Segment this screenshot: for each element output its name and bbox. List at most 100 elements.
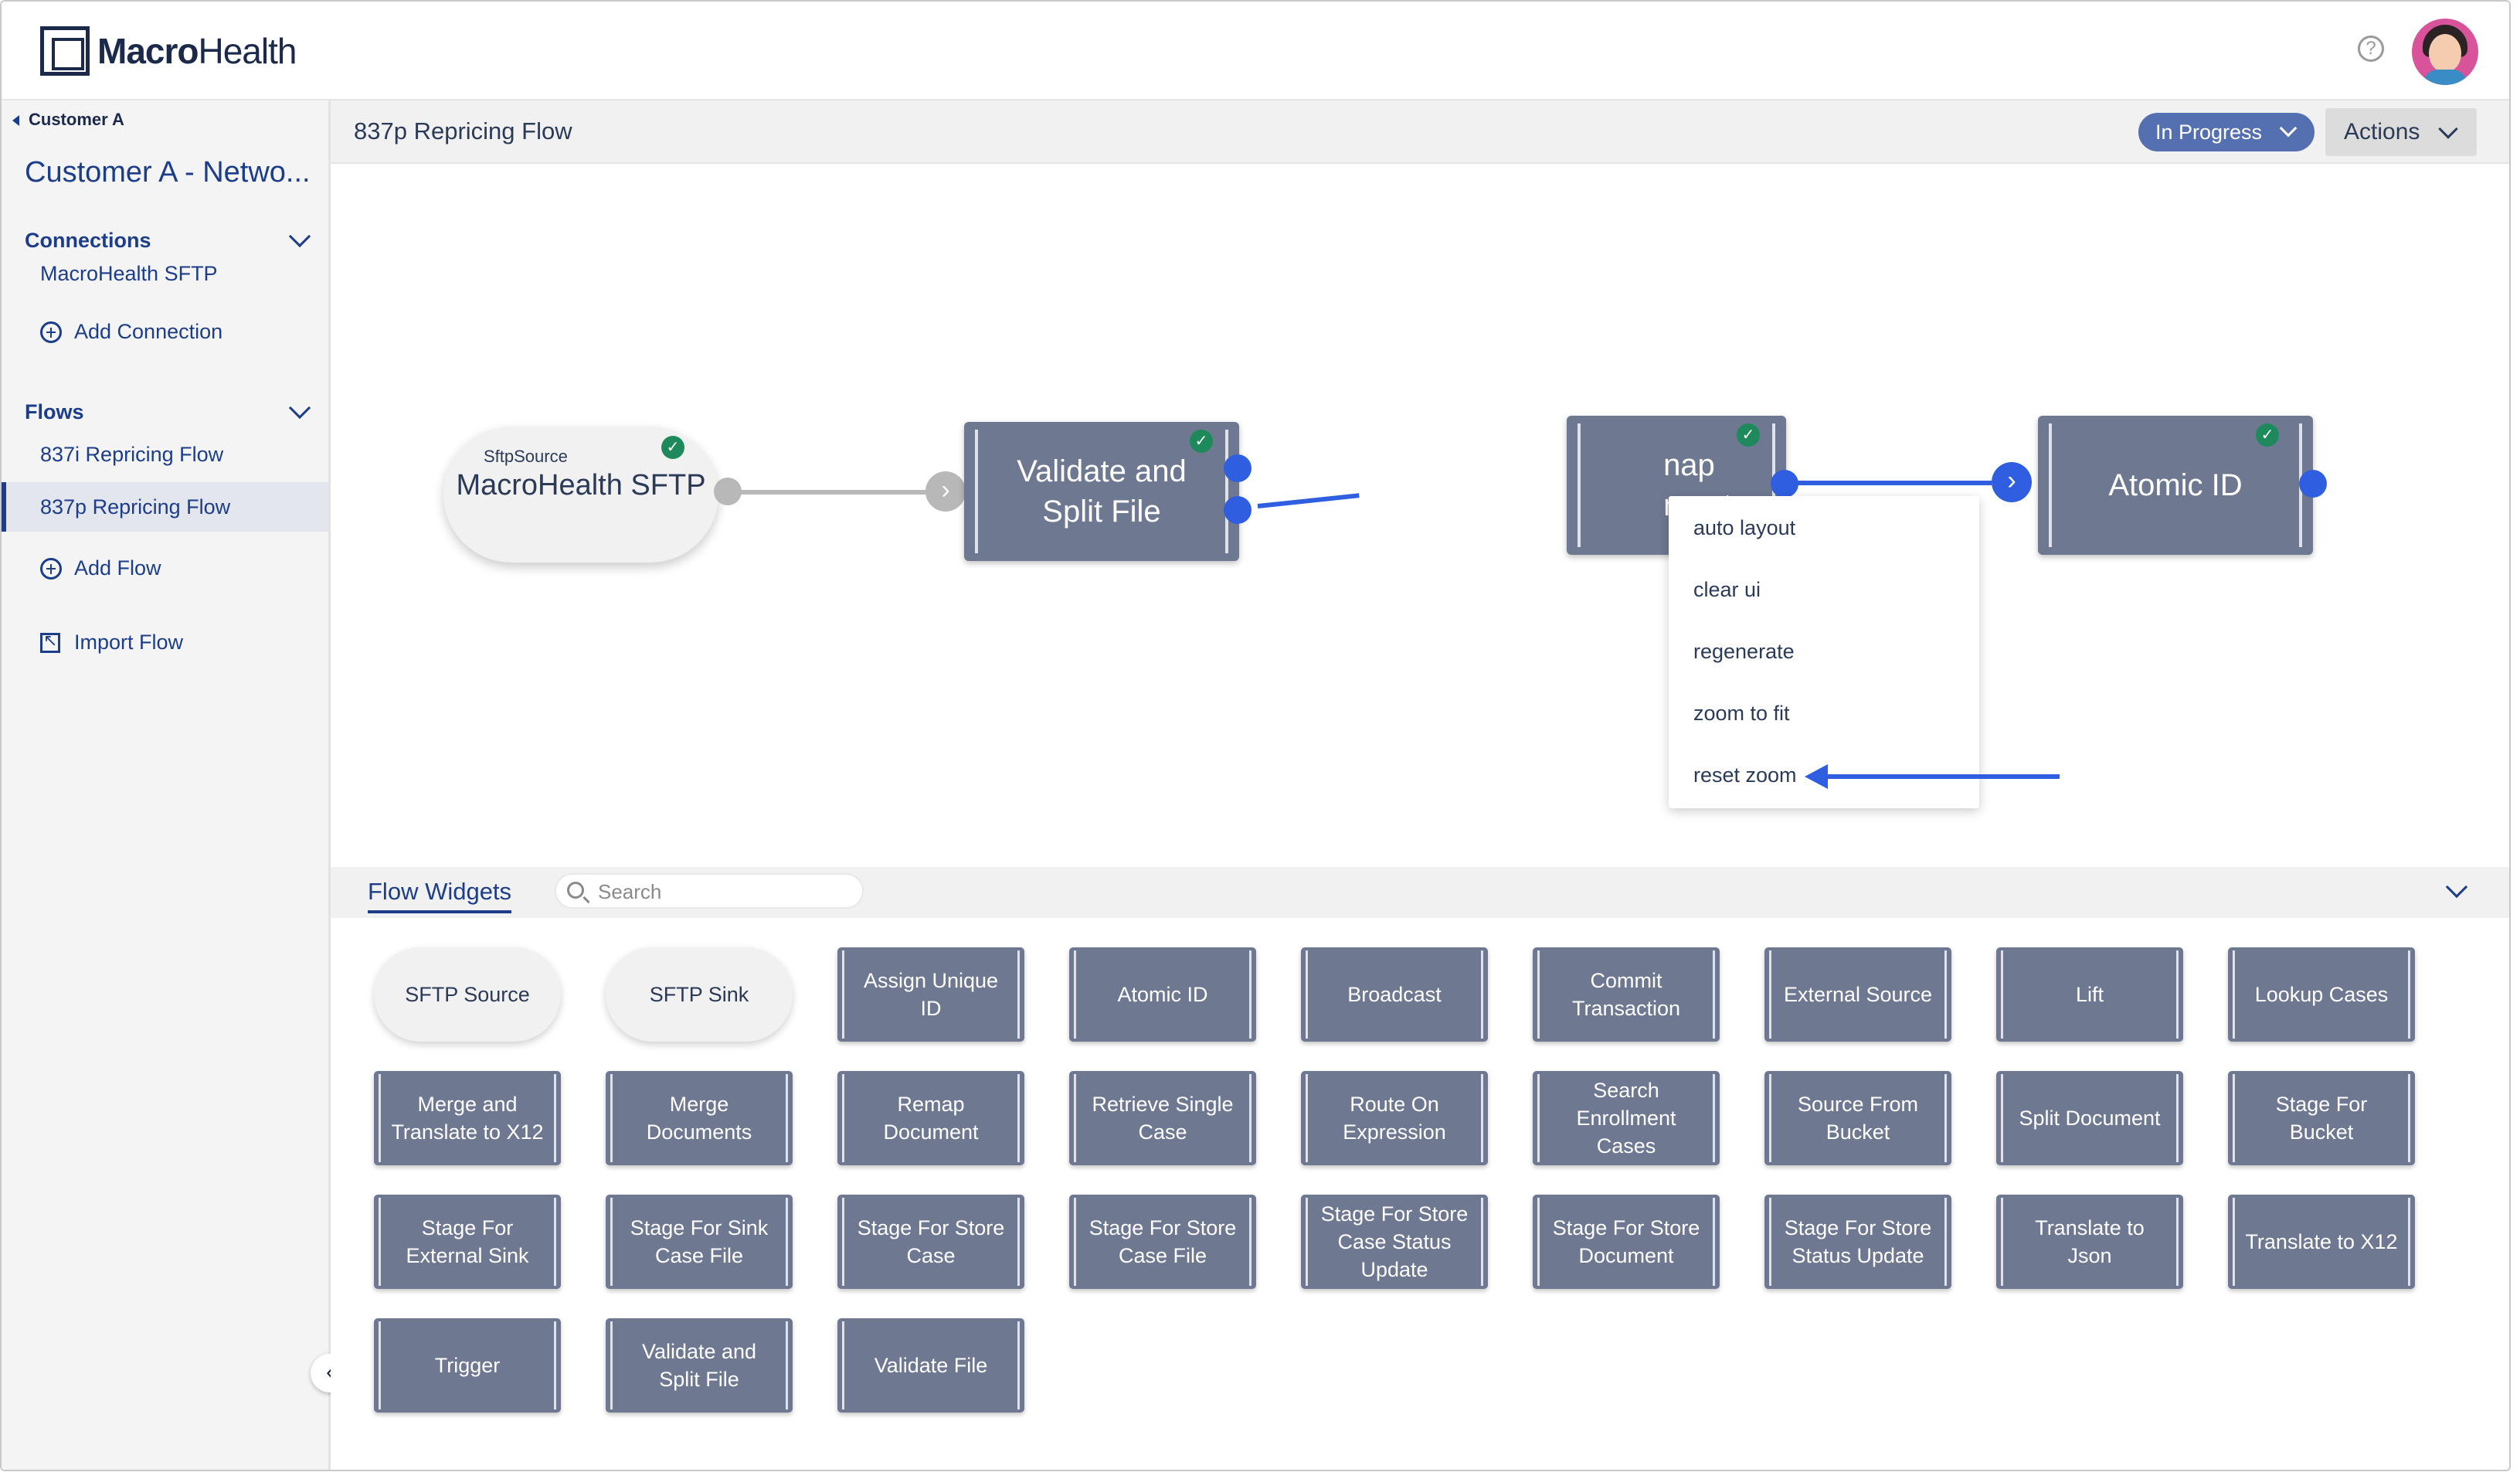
widget-tile[interactable]: External Source — [1764, 947, 1951, 1042]
node-sftp-source[interactable]: SftpSource ✓ MacroHealth SFTP — [443, 427, 718, 563]
plus-circle-icon — [40, 557, 62, 580]
widget-tile[interactable]: Translate to X12 — [2228, 1195, 2415, 1289]
widget-tile[interactable]: Trigger — [374, 1318, 561, 1413]
customer-title: Customer A - Netwo... — [25, 156, 311, 189]
connections-heading[interactable]: Connections — [25, 229, 151, 252]
widget-tile[interactable]: Merge and Translate to X12 — [374, 1071, 561, 1165]
widget-tile[interactable]: Stage For Store Case — [837, 1195, 1024, 1289]
menu-item-reset-zoom[interactable]: reset zoom — [1693, 763, 1797, 787]
menu-item-clear-ui[interactable]: clear ui — [1693, 578, 1761, 601]
widget-tile[interactable]: Retrieve Single Case — [1069, 1071, 1256, 1165]
canvas-context-menu: auto layout clear ui regenerate zoom to … — [1669, 496, 1979, 808]
chevron-down-icon[interactable] — [2445, 876, 2468, 899]
flow-header: 837p Repricing Flow In Progress Actions — [331, 100, 2509, 164]
widgets-toolbar: Flow Widgets — [331, 867, 2509, 918]
widget-tile[interactable]: Split Document — [1996, 1071, 2183, 1165]
widget-tile[interactable]: Stage For Store Case Status Update — [1301, 1195, 1488, 1289]
flows-heading[interactable]: Flows — [25, 400, 84, 423]
menu-item-zoom-to-fit[interactable]: zoom to fit — [1693, 702, 1790, 725]
actions-dropdown[interactable]: Actions — [2325, 108, 2477, 156]
widget-tile[interactable]: Search Enrollment Cases — [1533, 1071, 1720, 1165]
edge-remap-to-atomic — [1783, 481, 1992, 485]
widget-tile[interactable]: Lift — [1996, 947, 2183, 1042]
node-label-line: nap — [1663, 448, 1715, 482]
import-icon — [40, 631, 60, 653]
caret-left-icon — [12, 115, 19, 127]
widget-tile[interactable]: Atomic ID — [1069, 947, 1256, 1042]
flow-title: 837p Repricing Flow — [354, 117, 572, 144]
widget-tile[interactable]: Merge Documents — [606, 1071, 793, 1165]
help-icon[interactable]: ? — [2358, 36, 2384, 62]
top-bar: MacroHealth ? — [2, 2, 2509, 100]
widget-tile[interactable]: Stage For Store Document — [1533, 1195, 1720, 1289]
chevron-down-icon — [2279, 119, 2298, 138]
output-port[interactable] — [1224, 454, 1252, 482]
widget-tile[interactable]: Validate File — [837, 1318, 1024, 1413]
chevron-down-icon[interactable] — [288, 225, 311, 248]
widget-tile[interactable]: Translate to Json — [1996, 1195, 2183, 1289]
widget-search-box[interactable] — [555, 873, 864, 909]
widget-tile[interactable]: Stage For Store Case File — [1069, 1195, 1256, 1289]
widget-tile[interactable]: Route On Expression — [1301, 1071, 1488, 1165]
output-port[interactable] — [1771, 470, 1798, 498]
node-atomic-id[interactable]: Atomic ID ✓ — [2038, 416, 2313, 555]
sidebar-item-macrohealth-sftp[interactable]: MacroHealth SFTP — [40, 262, 218, 285]
sidebar-item-837i-flow[interactable]: 837i Repricing Flow — [40, 443, 224, 466]
node-label: Atomic ID — [2108, 468, 2243, 502]
output-port[interactable] — [2299, 470, 2327, 498]
annotation-arrowhead-icon — [1805, 764, 1828, 789]
status-dropdown[interactable]: In Progress — [2138, 113, 2315, 151]
input-port-chevron-icon[interactable]: › — [1992, 462, 2032, 502]
node-label: Validate and Split File — [1017, 454, 1187, 529]
plus-circle-icon — [40, 321, 62, 343]
check-icon: ✓ — [1190, 430, 1213, 453]
annotation-arrow — [1820, 774, 2060, 779]
check-icon: ✓ — [1737, 423, 1760, 447]
chevron-down-icon — [2438, 119, 2458, 139]
output-port[interactable] — [714, 478, 742, 505]
menu-item-auto-layout[interactable]: auto layout — [1693, 516, 1796, 539]
edge-sftp-to-validate — [732, 490, 964, 495]
widget-tile[interactable]: Source From Bucket — [1764, 1071, 1951, 1165]
input-port-chevron-icon[interactable]: › — [925, 471, 966, 512]
sidebar: Customer A Customer A - Netwo... Connect… — [2, 100, 331, 1470]
widget-tile[interactable]: Stage For Sink Case File — [606, 1195, 793, 1289]
avatar-face — [2429, 34, 2461, 73]
search-input[interactable] — [598, 879, 845, 904]
check-icon: ✓ — [2256, 423, 2279, 447]
sidebar-item-837p-flow[interactable]: 837p Repricing Flow — [2, 482, 328, 532]
widget-tile[interactable]: Commit Transaction — [1533, 947, 1720, 1042]
back-to-customer-link[interactable]: Customer A — [12, 110, 124, 130]
menu-item-regenerate[interactable]: regenerate — [1693, 640, 1795, 663]
flow-canvas[interactable]: SftpSource ✓ MacroHealth SFTP › Validate… — [331, 164, 2509, 867]
widget-tile[interactable]: SFTP Source — [374, 947, 561, 1042]
edge-validate-to-remap — [1257, 493, 1360, 508]
add-flow-button[interactable]: Add Flow — [40, 556, 161, 580]
widget-tile[interactable]: Lookup Cases — [2228, 947, 2415, 1042]
widget-tile[interactable]: Stage For External Sink — [374, 1195, 561, 1289]
avatar[interactable] — [2412, 19, 2478, 85]
widget-tile[interactable]: Remap Document — [837, 1071, 1024, 1165]
check-icon: ✓ — [661, 436, 684, 459]
logo-text: MacroHealth — [97, 31, 297, 71]
import-flow-button[interactable]: Import Flow — [40, 631, 183, 654]
widget-tile[interactable]: SFTP Sink — [606, 947, 793, 1042]
search-icon — [567, 882, 584, 899]
tab-flow-widgets[interactable]: Flow Widgets — [368, 878, 512, 913]
avatar-body — [2423, 70, 2467, 85]
macrohealth-logo[interactable]: MacroHealth — [40, 25, 297, 77]
logo-mark-icon — [40, 26, 90, 76]
widget-tile[interactable]: Validate and Split File — [606, 1318, 793, 1413]
widget-tile[interactable]: Stage For Store Status Update — [1764, 1195, 1951, 1289]
chevron-down-icon[interactable] — [288, 396, 311, 420]
node-label: MacroHealth SFTP — [456, 469, 706, 502]
widgets-grid: SFTP Source SFTP Sink Assign Unique ID A… — [331, 918, 2509, 1470]
node-type-label: SftpSource — [484, 447, 568, 466]
widget-tile[interactable]: Stage For Bucket — [2228, 1071, 2415, 1165]
node-validate-and-split-file[interactable]: Validate and Split File ✓ — [964, 422, 1239, 561]
add-connection-button[interactable]: Add Connection — [40, 320, 222, 344]
widget-tile[interactable]: Broadcast — [1301, 947, 1488, 1042]
widget-tile[interactable]: Assign Unique ID — [837, 947, 1024, 1042]
output-port[interactable] — [1224, 496, 1252, 524]
